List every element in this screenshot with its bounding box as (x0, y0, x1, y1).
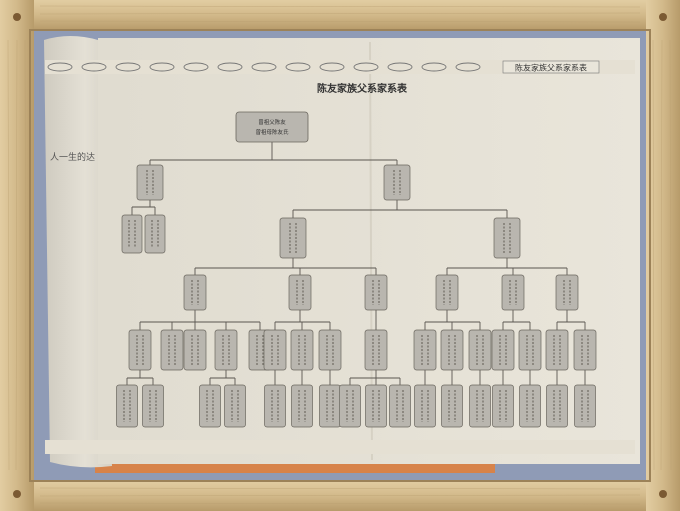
ornament-mark (183, 62, 209, 72)
gen6-node (319, 384, 341, 428)
gen2-left-node (136, 164, 164, 201)
gen5-node (183, 329, 207, 371)
gen4-node (364, 274, 388, 311)
running-head: 陈友家族父系家系表 (515, 63, 587, 73)
gen6-node (224, 384, 246, 428)
gen6-node (264, 384, 286, 428)
ornament-mark (421, 62, 447, 72)
gen6-node (389, 384, 411, 428)
screw-bottom-right (659, 490, 667, 498)
gen6-node (339, 384, 361, 428)
gen6-node (414, 384, 436, 428)
chart-title: 陈友家族父系家系表 (317, 82, 408, 95)
frame-screws (13, 13, 667, 498)
screw-top-left (13, 13, 21, 21)
ornament-mark (81, 62, 107, 72)
gen6-node (199, 384, 221, 428)
ornament-mark (285, 62, 311, 72)
gen6-node (546, 384, 568, 428)
ornament-mark (387, 62, 413, 72)
root-label-2: 曾祖母陈友氏 (255, 128, 289, 136)
ornament-mark (149, 62, 175, 72)
ornament-mark (455, 62, 481, 72)
gen5-node (413, 329, 437, 371)
gen6-node (519, 384, 541, 428)
gen5-node (468, 329, 492, 371)
running-head-box (502, 60, 600, 74)
ornament-mark (319, 62, 345, 72)
gen5-node (128, 329, 152, 371)
gen5-node (263, 329, 287, 371)
gen6-node (116, 384, 138, 428)
gen6-node (142, 384, 164, 428)
gen4-node (435, 274, 459, 311)
gen3-node (144, 214, 166, 254)
gen4-node (288, 274, 312, 311)
ornament-mark (217, 62, 243, 72)
root-node: 曾祖父陈友 曾祖母陈友氏 (235, 111, 309, 143)
gen5-node (518, 329, 542, 371)
gen5-node (364, 329, 388, 371)
gen3-node (121, 214, 143, 254)
gen5-node (318, 329, 342, 371)
gen6-node (469, 384, 491, 428)
gen3-node (493, 217, 521, 259)
left-page (44, 36, 112, 468)
ornament-mark (115, 62, 141, 72)
gen2-right-node (383, 164, 411, 201)
gen6-node (291, 384, 313, 428)
gen6-node (492, 384, 514, 428)
bottom-ornament-band (45, 440, 635, 454)
gen3-node (279, 217, 307, 259)
screw-bottom-left (13, 490, 21, 498)
gen5-node (545, 329, 569, 371)
screw-top-right (659, 13, 667, 21)
gen5-node (440, 329, 464, 371)
tree-connectors (126, 142, 586, 385)
gen5-node (290, 329, 314, 371)
gen5-node (573, 329, 597, 371)
gen6-node (365, 384, 387, 428)
gen4-node (555, 274, 579, 311)
gen4-node (501, 274, 525, 311)
gen5-node (214, 329, 238, 371)
gen5-node (491, 329, 515, 371)
family-tree-nodes (116, 164, 597, 428)
left-page-text: 人一生的达 (50, 151, 95, 163)
gen6-node (574, 384, 596, 428)
gen6-node (441, 384, 463, 428)
ornament-mark (353, 62, 379, 72)
root-label-1: 曾祖父陈友 (258, 118, 286, 126)
ornament-mark (251, 62, 277, 72)
gen5-node (160, 329, 184, 371)
gen4-node (183, 274, 207, 311)
ornament-mark (47, 62, 73, 72)
